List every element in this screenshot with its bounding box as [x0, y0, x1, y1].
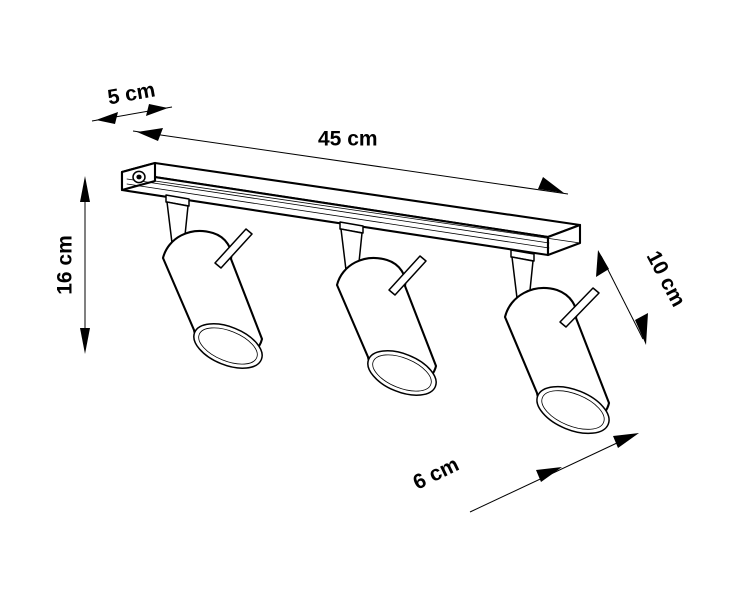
spotlight-right: [503, 249, 611, 435]
dim-10cm-label: 10 cm: [642, 247, 690, 310]
ceiling-mount-bar: [120, 161, 582, 257]
dim-5cm-arrow-right: [146, 104, 168, 116]
dim-45cm-arrow-right: [538, 177, 564, 193]
dimension-6cm: 6 cm: [410, 433, 639, 513]
dim-45cm-line: [132, 130, 569, 195]
dim-45cm-label: 45 cm: [318, 128, 378, 151]
dimension-45cm: 45 cm: [132, 128, 569, 195]
spot1-lens-inner-ring: [198, 327, 258, 365]
spot2-adjust-lever: [388, 255, 427, 296]
spot3-lens-inner-ring: [541, 390, 605, 430]
dim-16cm-label: 16 cm: [54, 235, 77, 295]
dim-6cm-arrow-outer: [613, 433, 639, 448]
spotlight-middle: [335, 221, 438, 396]
spot1-adjust-lever: [214, 228, 253, 269]
dimension-16cm: 16 cm: [54, 176, 90, 354]
dimension-5cm: 5 cm: [91, 78, 173, 124]
dim-45cm-arrow-left: [137, 128, 163, 141]
dim-6cm-arrow-inner: [536, 467, 562, 482]
spot3-adjust-lever: [559, 287, 600, 328]
bar-chamfer-line-upper: [126, 178, 550, 244]
spot3-stem-collar: [510, 249, 535, 262]
spot2-stem-collar: [339, 221, 364, 234]
spot2-lens-inner-ring: [372, 354, 432, 392]
dim-10cm-line: [600, 255, 644, 340]
mounting-screw-inner: [136, 174, 142, 180]
spot1-stem-collar: [165, 194, 190, 207]
dim-10cm-arrow-top: [596, 250, 609, 277]
dimension-10cm: 10 cm: [596, 247, 690, 345]
dim-10cm-arrow-bottom: [635, 313, 648, 345]
bar-chamfer-line-lower: [126, 183, 550, 249]
bar-bottom-edge-hint: [154, 180, 581, 244]
spot3-lens-opening: [536, 385, 610, 435]
dim-6cm-label: 6 cm: [410, 453, 463, 495]
dim-16cm-arrow-top: [80, 176, 90, 202]
spot2-lens-opening: [367, 350, 437, 396]
dim-16cm-arrow-bottom: [80, 328, 90, 354]
spot1-lens-opening: [193, 323, 263, 369]
dim-5cm-arrow-left: [96, 112, 118, 124]
spotlight-left: [161, 194, 264, 369]
